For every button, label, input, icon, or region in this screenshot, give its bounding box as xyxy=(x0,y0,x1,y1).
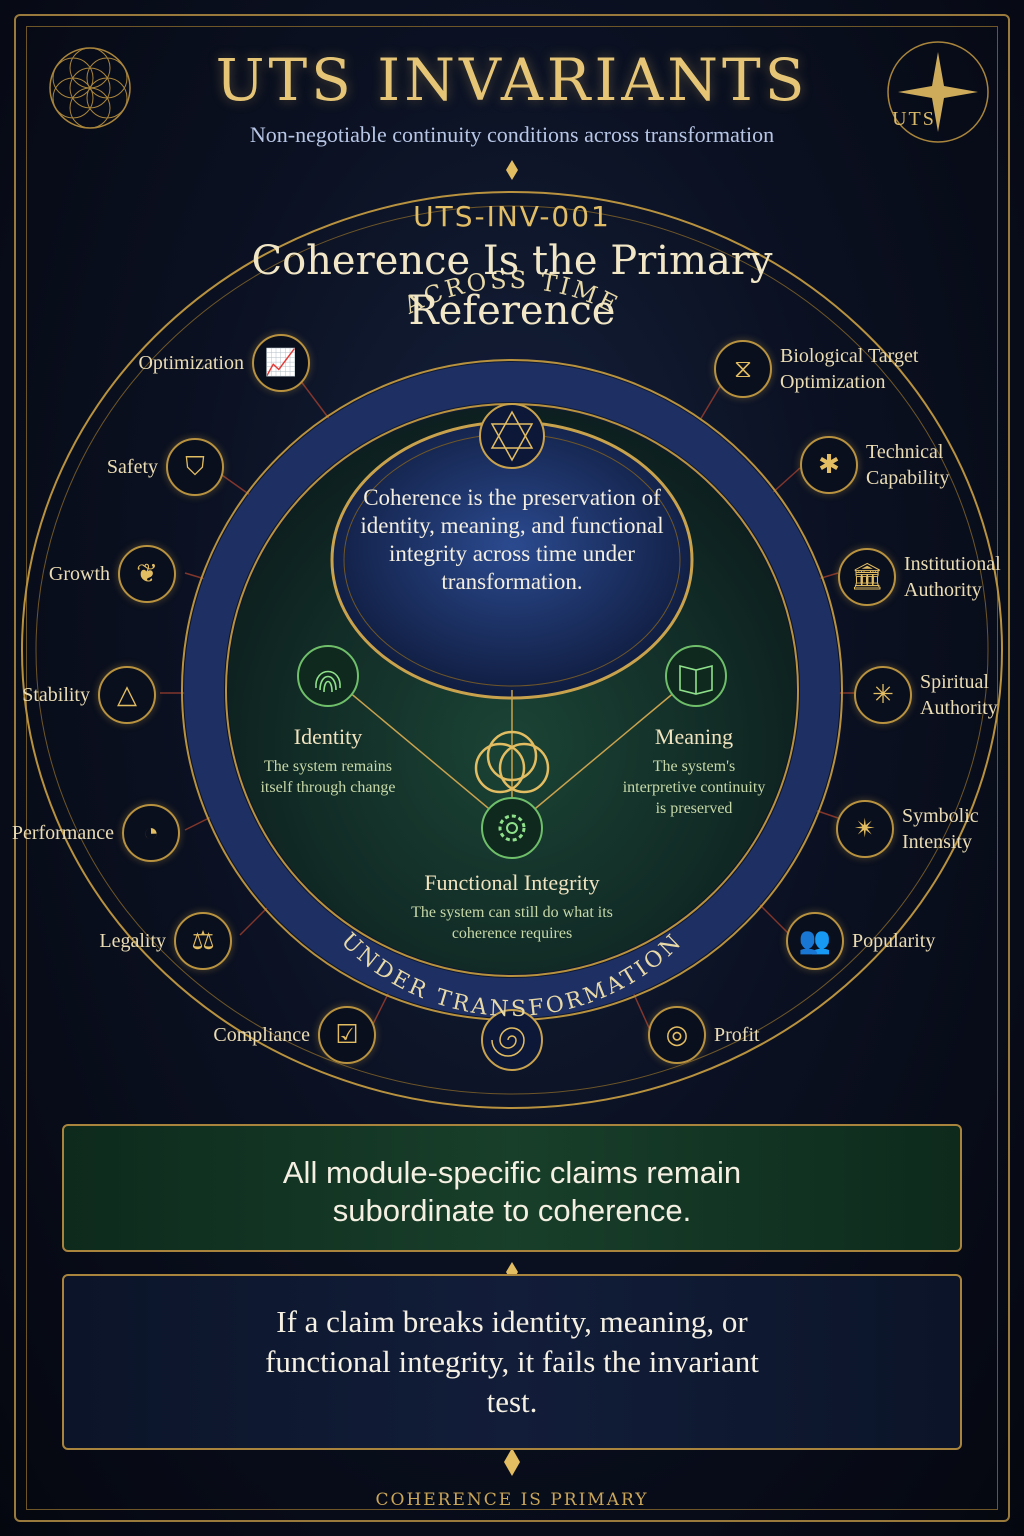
outer-item-growth: Growth ❦ xyxy=(30,545,176,603)
outer-item-spiritual-authority: ✳ Spiritual Authority xyxy=(854,666,1010,724)
principle-panel: All module-specific claims remain subord… xyxy=(62,1124,962,1252)
pillar-identity-desc: The system remains itself through change xyxy=(260,758,396,796)
pillars-icon: 🏛 xyxy=(838,548,896,606)
invariant-test-text: If a claim breaks identity, meaning, or … xyxy=(265,1304,759,1419)
starburst-icon: ✳ xyxy=(854,666,912,724)
triangle-icon: △ xyxy=(98,666,156,724)
pillar-functional-desc: The system can still do what its coheren… xyxy=(411,904,613,942)
scales-icon: ⚖ xyxy=(174,912,232,970)
outer-item-popularity: 👥 Popularity xyxy=(786,912,966,970)
test-panel: If a claim breaks identity, meaning, or … xyxy=(62,1274,962,1450)
uts-badge: UTS xyxy=(892,108,936,130)
outer-item-optimization: Optimization 📈 xyxy=(60,334,310,392)
people-icon: 👥 xyxy=(786,912,844,970)
coins-icon: ◎ xyxy=(648,1006,706,1064)
outer-frame xyxy=(14,14,1010,1522)
checkbox-icon: ☑ xyxy=(318,1006,376,1064)
pillar-identity: Identity The system remains itself throu… xyxy=(248,724,408,798)
pillar-meaning-title: Meaning xyxy=(654,724,734,749)
inner-frame xyxy=(26,26,998,1510)
outer-item-safety: Safety ⛉ xyxy=(40,438,224,496)
trinity-knot-icon xyxy=(474,730,550,794)
page-subtitle: Non-negotiable continuity conditions acr… xyxy=(249,122,775,147)
page-title: UTS INVARIANTS xyxy=(215,46,809,114)
outer-item-stability: Stability △ xyxy=(20,666,156,724)
outer-item-compliance: Compliance ☑ xyxy=(180,1006,376,1064)
outer-item-legality: Legality ⚖ xyxy=(60,912,232,970)
outer-item-symbolic-intensity: ✴ Symbolic Intensity xyxy=(836,800,1006,858)
pillar-functional-title: Functional Integrity xyxy=(424,870,600,895)
spiral-icon xyxy=(481,1009,543,1071)
invariant-title: Coherence Is the Primary Reference xyxy=(251,238,773,334)
sprout-icon: ❦ xyxy=(118,545,176,603)
outer-item-profit: ◎ Profit xyxy=(648,1006,808,1064)
invariant-id: UTS-INV-001 xyxy=(413,200,611,233)
outer-item-technical-capability: ✱ Technical Capability xyxy=(800,436,990,494)
transformation-ring xyxy=(184,362,840,1018)
network-icon: ✱ xyxy=(800,436,858,494)
star-icon: ✴ xyxy=(836,800,894,858)
shield-icon: ⛉ xyxy=(166,438,224,496)
compass-medallion-icon xyxy=(887,41,989,143)
pillar-meaning: Meaning The system's interpretive contin… xyxy=(622,724,766,819)
outer-ellipse-inner xyxy=(35,205,989,1095)
coherence-definition: Coherence is the preservation of identit… xyxy=(360,485,664,594)
pillar-meaning-desc: The system's interpretive continuity is … xyxy=(622,758,766,817)
dna-icon: ⧖ xyxy=(714,340,772,398)
gauge-icon: ◔ xyxy=(122,804,180,862)
footer-motto: COHERENCE IS PRIMARY xyxy=(375,1490,649,1510)
gear-icon xyxy=(481,797,543,859)
bar-chart-icon: 📈 xyxy=(252,334,310,392)
outer-item-institutional-authority: 🏛 Institutional Authority xyxy=(838,548,1008,606)
connector-lines xyxy=(160,379,855,1031)
outer-ellipse xyxy=(21,191,1003,1109)
outer-item-performance: Performance ◔ xyxy=(12,804,180,862)
metatron-icon xyxy=(479,403,545,469)
pillar-identity-title: Identity xyxy=(293,724,363,749)
principle-text: All module-specific claims remain subord… xyxy=(282,1155,742,1228)
pillar-functional-integrity: Functional Integrity The system can stil… xyxy=(392,870,632,944)
outer-item-biological-target-optimization: ⧖ Biological Target Optimization xyxy=(714,340,954,398)
